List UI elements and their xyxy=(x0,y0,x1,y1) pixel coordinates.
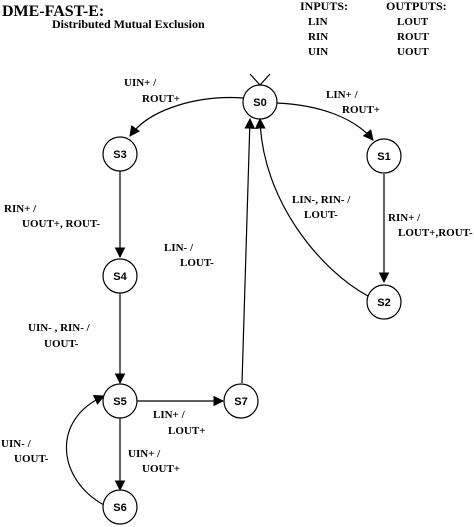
edge-s0-s3 xyxy=(129,96,244,137)
transition-trigger: LIN+ / xyxy=(326,89,359,101)
input-signal: LIN xyxy=(308,16,328,28)
label-s6-s5: UIN- / UOUT- xyxy=(1,438,49,465)
state-s3: S3 xyxy=(102,136,138,172)
state-s5: S5 xyxy=(102,383,138,419)
label-s2-s0: LIN-, RIN- / LOUT- xyxy=(292,194,351,221)
label-s0-s3: UIN+ / ROUT+ xyxy=(124,77,180,105)
state-s2: S2 xyxy=(366,284,402,320)
transition-action: LOUT- xyxy=(304,209,338,221)
outputs-header: OUTPUTS: xyxy=(386,0,447,13)
transition-trigger: LIN+ / xyxy=(153,409,186,421)
label-s1-s2: RIN+ / LOUT+,ROUT- xyxy=(388,212,473,239)
transition-action: ROUT+ xyxy=(142,93,180,105)
edge-s6-s5 xyxy=(65,395,105,506)
transition-action: UOUT+, ROUT- xyxy=(22,218,100,230)
state-s4: S4 xyxy=(102,258,138,294)
io-table: INPUTS: OUTPUTS: LIN RIN UIN LOUT ROUT U… xyxy=(300,0,447,58)
state-label: S0 xyxy=(253,97,266,109)
state-label: S4 xyxy=(113,271,127,283)
state-s1: S1 xyxy=(366,138,402,174)
label-s5-s7: LIN+ / LOUT+ xyxy=(153,409,205,437)
state-label: S5 xyxy=(113,396,126,408)
transition-trigger: LIN- / xyxy=(164,242,194,254)
state-label: S2 xyxy=(377,297,390,309)
label-s4-s5: UIN- , RIN- / UOUT- xyxy=(28,322,91,350)
transition-action: ROUT+ xyxy=(342,104,380,116)
transition-action: UOUT- xyxy=(44,338,79,350)
state-label: S7 xyxy=(234,396,247,408)
label-s5-s6: UIN+ / UOUT+ xyxy=(128,448,180,475)
diagram-title: DME-FAST-E: xyxy=(2,3,104,20)
transition-trigger: LIN-, RIN- / xyxy=(292,194,351,206)
transition-trigger: UIN+ / xyxy=(124,77,157,89)
transition-action: LOUT+,ROUT- xyxy=(398,227,473,239)
initial-state-marker xyxy=(249,73,271,86)
state-label: S6 xyxy=(113,502,126,514)
transition-action: LOUT+ xyxy=(168,425,205,437)
transition-trigger: UIN- , RIN- / xyxy=(28,322,91,334)
inputs-header: INPUTS: xyxy=(300,0,348,13)
transition-trigger: RIN+ / xyxy=(4,203,37,215)
output-signal: LOUT xyxy=(397,16,429,28)
transition-trigger: UIN+ / xyxy=(128,448,161,460)
output-signal: ROUT xyxy=(397,31,429,43)
edge-s7-s0 xyxy=(241,117,256,384)
state-s0: S0 xyxy=(242,84,278,120)
transition-action: LOUT- xyxy=(180,257,214,269)
input-signal: RIN xyxy=(308,31,328,43)
state-s7: S7 xyxy=(223,383,259,419)
state-label: S1 xyxy=(377,151,390,163)
label-s0-s1: LIN+ / ROUT+ xyxy=(326,89,380,116)
diagram-subtitle: Distributed Mutual Exclusion xyxy=(52,17,205,31)
input-signal: UIN xyxy=(308,46,328,58)
transition-trigger: UIN- / xyxy=(1,438,32,450)
transition-action: UOUT+ xyxy=(142,463,180,475)
output-signal: UOUT xyxy=(397,46,429,58)
label-s3-s4: RIN+ / UOUT+, ROUT- xyxy=(4,203,100,230)
state-label: S3 xyxy=(113,149,126,161)
transition-trigger: RIN+ / xyxy=(388,212,421,224)
label-s7-s0: LIN- / LOUT- xyxy=(164,242,214,269)
transition-action: UOUT- xyxy=(14,453,49,465)
edge-s0-s1 xyxy=(276,102,374,141)
edge-s2-s0 xyxy=(254,117,369,297)
state-s6: S6 xyxy=(102,489,138,525)
